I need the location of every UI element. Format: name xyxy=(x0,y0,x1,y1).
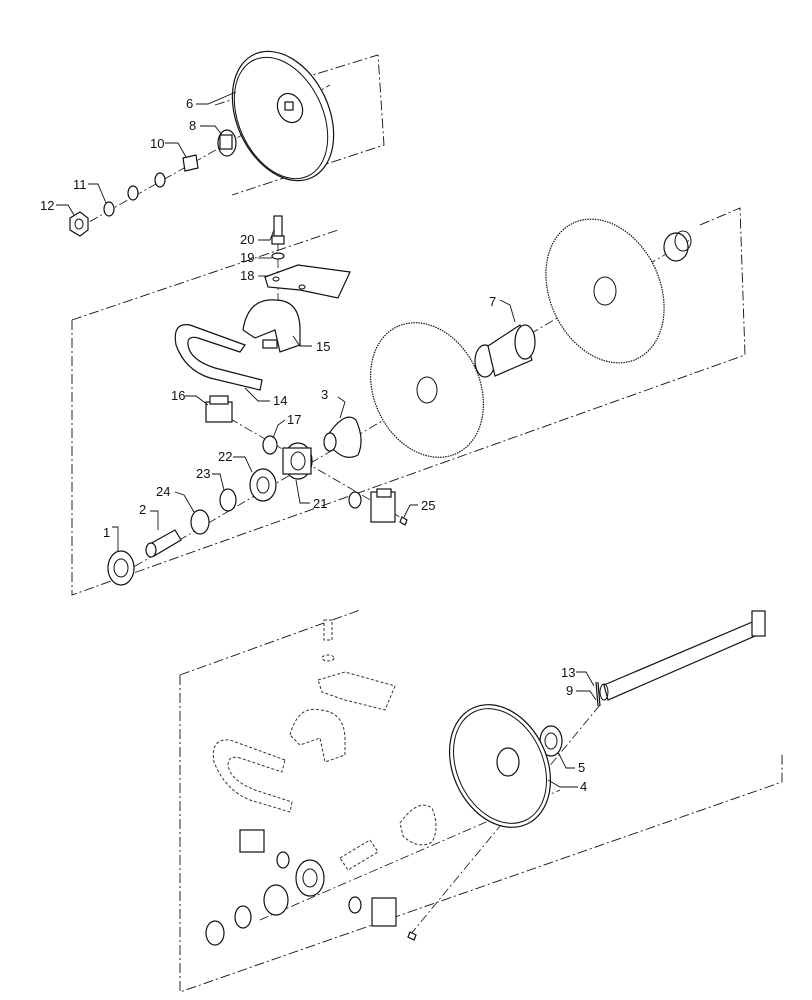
snap-ring-b xyxy=(190,509,210,535)
disc-blade-lower xyxy=(448,704,552,828)
lock-washer xyxy=(103,201,115,217)
middle-boundary-line xyxy=(71,229,339,321)
callout-2: 2 xyxy=(139,502,146,517)
scraper-blade xyxy=(264,264,351,299)
axle-shaft xyxy=(599,610,766,701)
callout-6: 6 xyxy=(186,96,193,111)
callout-9: 9 xyxy=(566,683,573,698)
lower-boundary-line xyxy=(179,675,783,993)
callout-1: 1 xyxy=(103,525,110,540)
bearing-clamp-lower xyxy=(239,829,265,853)
callout-14: 14 xyxy=(273,393,287,408)
callout-16: 16 xyxy=(171,388,185,403)
hub-cone-lower xyxy=(399,804,437,846)
spacer-lower xyxy=(276,851,290,869)
hub-cone xyxy=(323,416,362,458)
ring-lower-b xyxy=(205,920,225,946)
spacer-small xyxy=(262,435,278,455)
grease-fitting-lower xyxy=(407,931,417,941)
hex-nut xyxy=(69,211,89,237)
callout-17: 17 xyxy=(287,412,301,427)
washer-upper-a xyxy=(154,172,166,188)
bearing-lower xyxy=(263,884,289,916)
callout-25: 25 xyxy=(421,498,435,513)
bearing-clamp-b xyxy=(370,488,396,523)
ring-lower-a xyxy=(234,905,252,929)
square-washer xyxy=(182,154,199,172)
callout-21: 21 xyxy=(313,496,327,511)
bearing-housing xyxy=(282,442,313,480)
spacer-lower-b xyxy=(348,896,362,914)
callout-7: 7 xyxy=(489,294,496,309)
bearing-housing-lower xyxy=(295,859,325,897)
callout-24: 24 xyxy=(156,484,170,499)
rear-cap xyxy=(663,230,692,262)
hub-flange-upper xyxy=(217,129,237,157)
spindle xyxy=(145,529,182,558)
callout-13: 13 xyxy=(561,665,575,680)
middle-boundary-line-right xyxy=(71,207,746,596)
callout-labels: 1 2 3 4 5 6 7 8 9 10 11 12 13 14 15 16 1… xyxy=(40,96,587,794)
spacer-small-b xyxy=(348,491,362,509)
callout-4: 4 xyxy=(580,779,587,794)
callout-3: 3 xyxy=(321,387,328,402)
mounting-bracket-lower xyxy=(289,708,346,763)
callout-15: 15 xyxy=(316,339,330,354)
callout-11: 11 xyxy=(73,177,87,192)
carriage-bolt xyxy=(271,215,285,245)
dust-cap xyxy=(107,550,135,586)
washer-upper-b xyxy=(127,185,139,201)
leader-lines xyxy=(56,91,597,788)
serrated-disc-front xyxy=(369,322,485,458)
mounting-bracket xyxy=(242,299,301,353)
bearing-clamp xyxy=(205,395,233,423)
callout-23: 23 xyxy=(196,466,210,481)
cotter-pin xyxy=(595,681,601,707)
grease-fitting xyxy=(399,516,408,526)
spindle-lower xyxy=(339,839,379,871)
callout-10: 10 xyxy=(150,136,164,151)
callout-22: 22 xyxy=(218,449,232,464)
bolt-lower xyxy=(321,619,335,662)
scraper-blade-lower xyxy=(317,671,396,711)
bolt-washer xyxy=(271,252,285,260)
snap-ring-a xyxy=(219,488,237,512)
callout-18: 18 xyxy=(240,268,254,283)
callout-20: 20 xyxy=(240,232,254,247)
hub-spool xyxy=(474,324,536,378)
callout-8: 8 xyxy=(189,118,196,133)
callout-5: 5 xyxy=(578,760,585,775)
spring-arm-lower xyxy=(212,739,293,813)
callout-12: 12 xyxy=(40,198,54,213)
serrated-disc-rear xyxy=(545,218,665,364)
lower-boundary-line-top xyxy=(179,609,361,676)
disc-blade-upper xyxy=(231,50,335,182)
spring-arm xyxy=(174,324,263,391)
bearing xyxy=(249,468,277,502)
bearing-clamp-lower-b xyxy=(371,897,397,927)
callout-19: 19 xyxy=(240,250,254,265)
